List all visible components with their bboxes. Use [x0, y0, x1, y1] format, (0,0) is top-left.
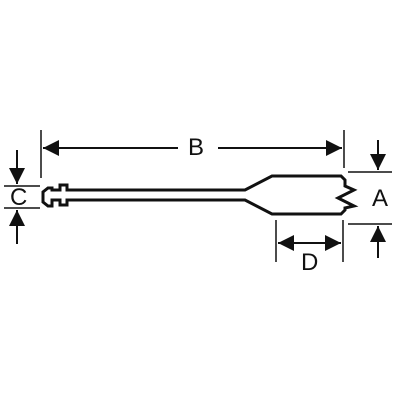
- label-d: D: [301, 249, 319, 276]
- label-c: C: [10, 184, 28, 211]
- label-a: A: [372, 185, 389, 212]
- label-b: B: [185, 136, 208, 160]
- bit-outline: [41, 174, 359, 216]
